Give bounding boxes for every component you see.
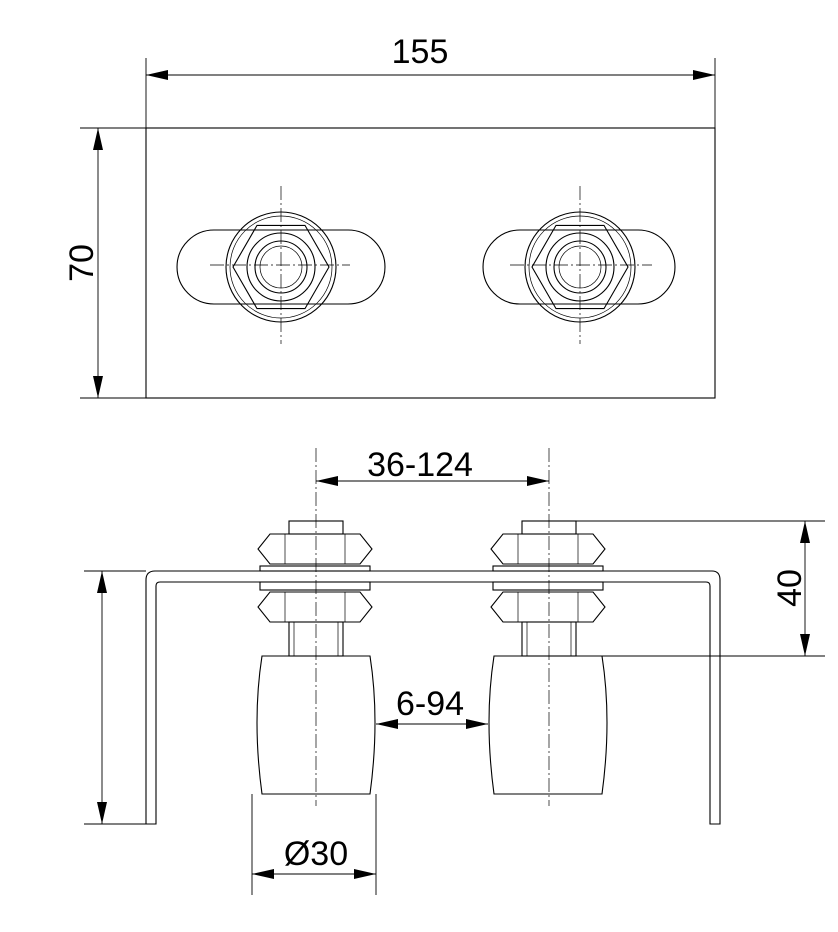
mounting-plate-outline: [145, 127, 716, 399]
left-slot-nut: [176, 186, 386, 344]
dimension-6-94: 6-94: [376, 685, 488, 729]
dimension-36-124-label: 36-124: [367, 446, 473, 484]
dimension-70: 70: [63, 127, 146, 399]
dimension-40-label: 40: [771, 569, 809, 607]
dimension-40: 40: [576, 520, 825, 657]
dimension-155-label: 155: [392, 33, 449, 71]
left-roller-assembly: [256, 448, 376, 806]
bracket-outline: [145, 570, 721, 825]
dimension-70-label: 70: [63, 244, 101, 282]
dimension-diameter-30-label: Ø30: [284, 835, 348, 873]
dimension-6-94-label: 6-94: [396, 685, 464, 723]
dimension-155: 155: [145, 33, 716, 128]
front-view: 36-124 6-94 40: [84, 446, 825, 895]
dimension-36-124: 36-124: [316, 446, 549, 486]
dimension-diameter-30: Ø30: [251, 794, 377, 895]
left-roller-wheel: [256, 655, 376, 795]
right-slot-nut: [482, 186, 676, 344]
right-roller-wheel: [488, 655, 608, 795]
top-view: 155 70: [63, 33, 716, 399]
dimension-bracket-height: [84, 570, 146, 825]
right-roller-assembly: [488, 448, 608, 806]
